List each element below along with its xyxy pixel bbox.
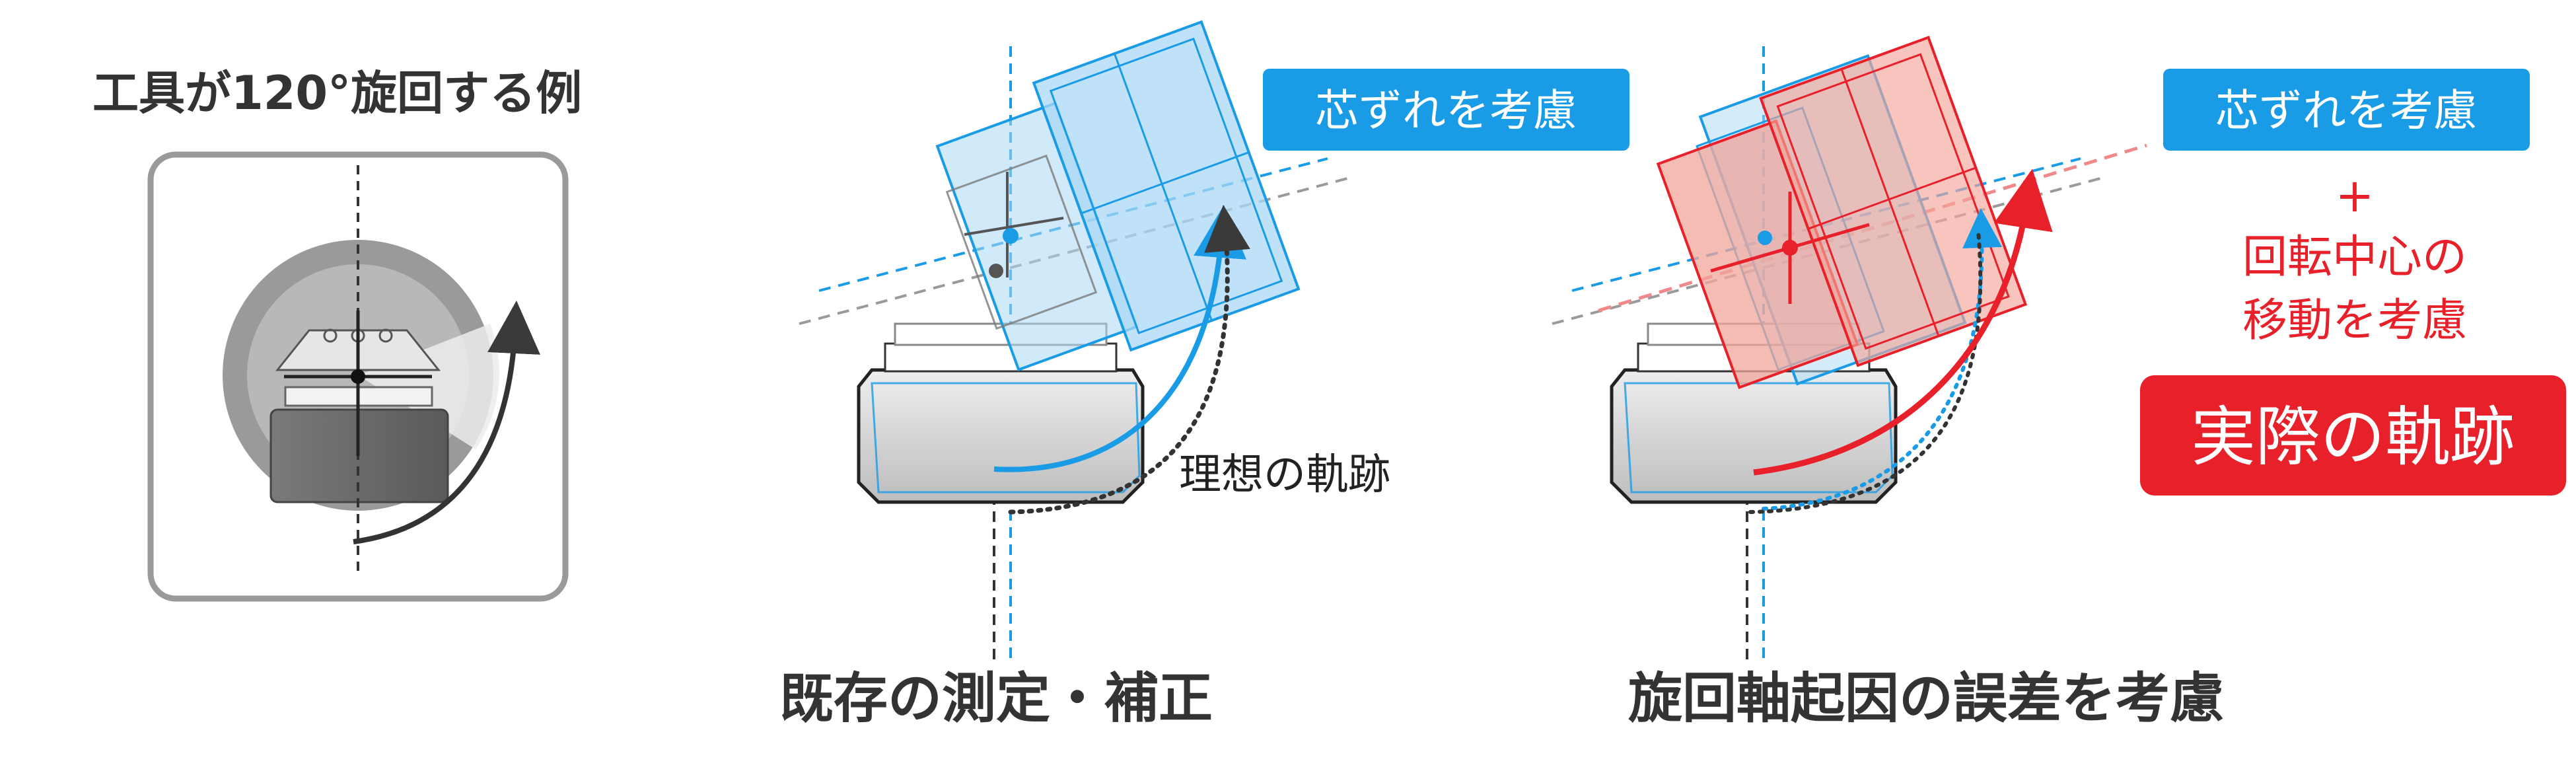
middle-badge: [1263, 69, 1629, 151]
middle-caption: 既存の測定・補正: [779, 667, 1213, 730]
tool-top-view: [223, 165, 540, 575]
note-line2: 移動を考慮: [2242, 295, 2467, 347]
right-ideal-path: [1748, 229, 1983, 514]
right-center-red: [1782, 240, 1798, 256]
plus-sign: +: [2336, 168, 2375, 223]
left-title: 工具が120°旋回する例: [92, 66, 582, 120]
right-caption: 旋回軸起因の誤差を考慮: [1628, 667, 2224, 730]
actual-path-badge-text: 実際の軌跡: [2191, 400, 2515, 475]
middle-center-gray: [989, 264, 1003, 278]
rotation-center: [351, 369, 365, 384]
right-rotated-tool-red: [1656, 36, 2028, 389]
right-actual-path-arrow: [1753, 168, 2053, 476]
rotation-arrow: [353, 301, 540, 544]
middle-ideal-path-arrow: [1008, 205, 1250, 515]
middle-base-block: [857, 368, 1145, 504]
middle-rotated-tool: [935, 20, 1301, 372]
ideal-path-label: 理想の軌跡: [1179, 451, 1390, 499]
actual-path-badge: [2140, 375, 2566, 496]
middle-center-blue: [1003, 228, 1019, 244]
middle-blue-path-arrow: [993, 205, 1246, 472]
right-diagram: [1552, 36, 2147, 661]
right-badge-text: 芯ずれを考慮: [2215, 85, 2477, 136]
right-center-blue: [1758, 231, 1772, 245]
right-base-block: [1610, 368, 1898, 504]
middle-diagram: [799, 20, 1348, 661]
right-badge: [2163, 69, 2530, 151]
note-line1: 回転中心の: [2242, 231, 2467, 283]
middle-badge-text: 芯ずれを考慮: [1315, 85, 1577, 136]
